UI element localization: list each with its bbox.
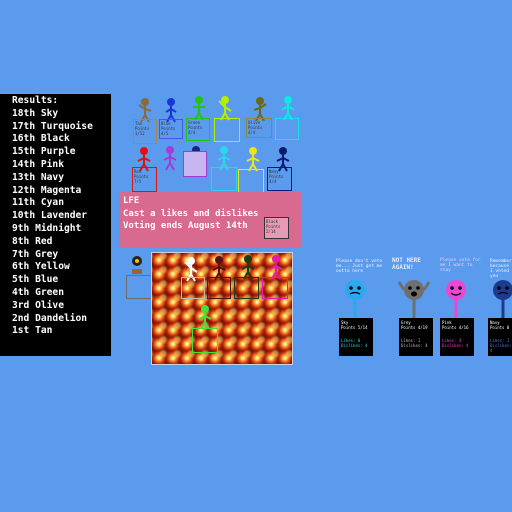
cyan-card xyxy=(211,167,237,191)
sky-info-box: Sky Points 5/14 Likes: 0 Dislikes: 4 xyxy=(339,318,373,356)
white-card xyxy=(181,277,205,299)
lava-elimination-area xyxy=(151,252,293,365)
red-card: Red Points 7/5 xyxy=(132,167,157,192)
pink-name: Pink xyxy=(442,320,452,325)
sky-points: Points 5/14 xyxy=(341,325,368,330)
stick-figure-dark-blue[interactable] xyxy=(275,146,291,172)
result-entry: 16th Black xyxy=(12,133,70,145)
stick-figure-green[interactable] xyxy=(191,95,207,121)
dark-green-card xyxy=(234,277,259,299)
pink-character[interactable] xyxy=(442,279,470,323)
stick-figure-purple[interactable] xyxy=(162,145,178,171)
result-entry: 18th Sky xyxy=(12,107,59,119)
blue-card: Blue Points 4/5 xyxy=(159,119,183,139)
navy-likes: Likes: 1 xyxy=(490,338,510,343)
purple-card xyxy=(183,151,207,177)
navy-card: Navy Points 4/4 xyxy=(267,167,292,191)
result-entry: 12th Magenta xyxy=(12,184,82,196)
result-entry: 2nd Dandelion xyxy=(12,312,88,324)
magenta-card xyxy=(262,277,288,299)
pink-dislikes: Dislikes: 4 xyxy=(442,343,469,348)
grey-quote: NOT HERE AGAIN! xyxy=(392,257,421,271)
result-entry: 6th Yellow xyxy=(12,261,70,273)
lavender-card xyxy=(192,328,218,353)
grey-likes: Likes: 1 xyxy=(401,338,421,343)
grey-points: Points 4/19 xyxy=(401,325,428,330)
tan-card: Tan Points 1/52 xyxy=(133,119,157,144)
black-card: Black Points 2/14 xyxy=(264,217,289,239)
pink-info-box: Pink Points 4/16 Likes: 4 Dislikes: 4 xyxy=(440,318,474,356)
maroon-card xyxy=(207,277,231,299)
result-entry: 8th Red xyxy=(12,235,53,247)
result-entry: 17th Turquoise xyxy=(12,120,93,132)
sky-likes: Likes: 0 xyxy=(341,338,361,343)
dandelion-card xyxy=(126,275,152,299)
result-entry: 14th Pink xyxy=(12,158,64,170)
dandelion-icon xyxy=(130,256,144,276)
grey-character[interactable] xyxy=(397,279,431,323)
navy-quote: Remember because I voted you xyxy=(490,259,512,279)
stick-figure-maroon[interactable] xyxy=(211,255,227,281)
navy-dislikes: Dislikes: 4 xyxy=(490,343,512,353)
stick-figure-blue[interactable] xyxy=(163,97,179,123)
navy-name: Navy xyxy=(490,320,500,325)
result-entry: 13th Navy xyxy=(12,171,64,183)
sky-dislikes: Dislikes: 4 xyxy=(341,343,368,348)
result-entry: 4th Green xyxy=(12,286,64,298)
grey-name: Grey xyxy=(401,320,411,325)
pink-quote: Please vote for me I want to stay xyxy=(440,258,481,273)
result-entry: 15th Purple xyxy=(12,146,76,158)
grey-dislikes: Dislikes: 4 xyxy=(401,343,428,348)
lime-card xyxy=(214,118,240,142)
stick-figure-yellow[interactable] xyxy=(245,146,261,172)
navy-info-box: Navy Points 0 Likes: 1 Dislikes: 4 xyxy=(488,318,512,356)
banner-title: LFE xyxy=(123,196,140,206)
banner-instruction: Cast a likes and dislikes xyxy=(123,208,259,219)
sky-character[interactable] xyxy=(341,279,369,323)
sky-name: Sky xyxy=(341,320,349,325)
turquoise-card xyxy=(275,118,299,140)
stick-figure-lavender[interactable] xyxy=(197,304,213,330)
result-entry: 1st Tan xyxy=(12,325,53,337)
result-entry: 7th Grey xyxy=(12,248,59,260)
grey-info-box: Grey Points 4/19 Likes: 1 Dislikes: 4 xyxy=(399,318,433,356)
green-card: Green Points 4/4 xyxy=(186,118,210,141)
banner-deadline: Voting ends August 14th xyxy=(123,221,248,231)
sky-quote: Please don't vote me... Just get me outt… xyxy=(336,259,383,274)
stick-figure-cyan[interactable] xyxy=(216,145,232,171)
navy-points: Points 0 xyxy=(490,325,510,330)
olive-card: Olive Points 4/4 xyxy=(246,118,272,138)
result-entry: 10th Lavender xyxy=(12,210,88,222)
results-heading: Results: xyxy=(12,95,59,106)
result-entry: 5th Blue xyxy=(12,274,59,286)
result-entry: 11th Cyan xyxy=(12,197,64,209)
navy-character[interactable] xyxy=(490,279,512,323)
yellow-card xyxy=(238,169,264,193)
pink-points: Points 4/16 xyxy=(442,325,469,330)
result-entry: 3rd Olive xyxy=(12,299,64,311)
result-entry: 9th Midnight xyxy=(12,222,82,234)
stick-figure-tan[interactable] xyxy=(137,97,153,123)
stick-figure-olive[interactable] xyxy=(252,96,268,122)
pink-likes: Likes: 4 xyxy=(442,338,462,343)
